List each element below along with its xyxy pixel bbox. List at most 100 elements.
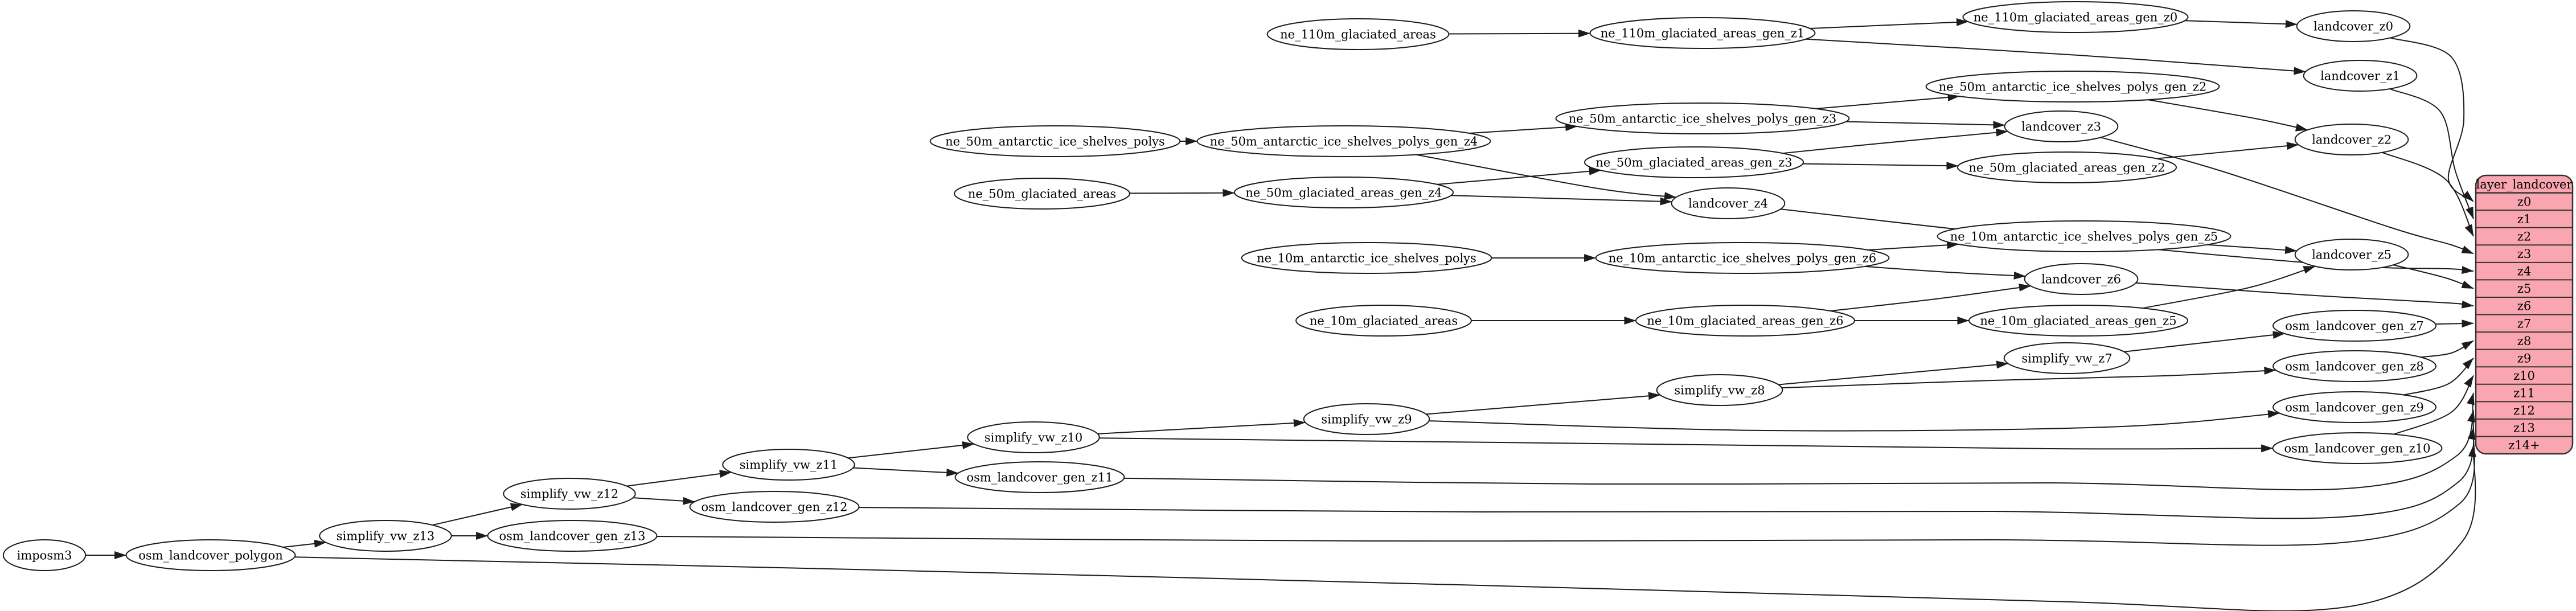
node-simplify_vw_z10-label: simplify_vw_z10	[985, 431, 1083, 445]
node-ne_10m_antarctic_ice_shelves_polys: ne_10m_antarctic_ice_shelves_polys	[1241, 242, 1492, 274]
node-simplify_vw_z13-shape	[319, 520, 452, 552]
table-row-z1: z1	[2517, 212, 2531, 226]
node-osm_landcover_gen_z7-shape	[2273, 310, 2436, 342]
node-ne_50m_glaciated_areas: ne_50m_glaciated_areas	[954, 178, 1130, 210]
table-title: layer_landcover	[2476, 178, 2573, 191]
node-osm_landcover_gen_z12: osm_landcover_gen_z12	[689, 491, 860, 523]
node-simplify_vw_z13: simplify_vw_z13	[319, 520, 452, 552]
node-ne_10m_antarctic_ice_shelves_polys_gen_z6: ne_10m_antarctic_ice_shelves_polys_gen_z…	[1595, 242, 1890, 274]
node-ne_50m_antarctic_ice_shelves_polys-shape	[929, 125, 1181, 157]
node-osm_landcover_gen_z11: osm_landcover_gen_z11	[954, 461, 1125, 493]
node-osm_landcover_gen_z8-shape	[2273, 350, 2436, 382]
node-osm_landcover_gen_z8-label: osm_landcover_gen_z8	[2285, 360, 2424, 374]
edge-landcover_z5-to-table-z5	[2393, 264, 2474, 289]
edge-landcover_z2-to-table-z2	[2382, 151, 2474, 237]
edge-osm_landcover_gen_z11-to-table-z11	[1124, 392, 2475, 491]
node-ne_10m_glaciated_areas-label: ne_10m_glaciated_areas	[1310, 314, 1458, 328]
edge-simplify_vw_z7-to-osm_landcover_gen_z7	[2124, 331, 2285, 352]
node-ne_50m_glaciated_areas_gen_z3-shape	[1584, 146, 1804, 178]
edge-landcover_z0-to-table-z0	[2390, 37, 2474, 202]
node-ne_110m_glaciated_areas_gen_z1-shape	[1589, 17, 1816, 49]
node-landcover_z2-label: landcover_z2	[2312, 133, 2392, 147]
edge-ne_50m_antarctic_ice_shelves_polys_gen_z4-to-ne_50m_antarctic_ice_shelves_polys_gen_z3	[1469, 123, 1578, 134]
node-landcover_z3-label: landcover_z3	[2021, 120, 2101, 134]
node-landcover_z3-shape	[2004, 110, 2119, 142]
node-landcover_z2: landcover_z2	[2294, 124, 2409, 155]
node-osm_landcover_gen_z13-shape	[487, 520, 658, 552]
node-osm_landcover_polygon-label: osm_landcover_polygon	[138, 549, 283, 563]
edge-ne_10m_glaciated_areas_gen_z5-to-landcover_z5	[2142, 265, 2316, 309]
edge-ne_50m_glaciated_areas_gen_z4-to-ne_50m_glaciated_areas_gen_z3	[1437, 167, 1601, 185]
table-row-z9: z9	[2517, 351, 2531, 365]
edge-ne_50m_glaciated_areas_gen_z3-to-ne_50m_glaciated_areas_gen_z2	[1803, 162, 1959, 170]
edge-layer	[85, 18, 2476, 611]
node-ne_50m_glaciated_areas-shape	[954, 178, 1130, 210]
node-simplify_vw_z13-label: simplify_vw_z13	[337, 530, 435, 543]
node-ne_110m_glaciated_areas_gen_z1-label: ne_110m_glaciated_areas_gen_z1	[1601, 27, 1805, 40]
edge-simplify_vw_z11-to-osm_landcover_gen_z11	[853, 467, 959, 477]
node-ne_50m_glaciated_areas-label: ne_50m_glaciated_areas	[968, 187, 1116, 201]
node-ne_50m_glaciated_areas_gen_z3-label: ne_50m_glaciated_areas_gen_z3	[1595, 156, 1792, 170]
node-osm_landcover_gen_z13-label: osm_landcover_gen_z13	[499, 530, 646, 543]
edge-landcover_z6-to-table-z6	[2136, 282, 2474, 309]
table-row-z13: z13	[2513, 421, 2535, 435]
node-simplify_vw_z9-label: simplify_vw_z9	[1321, 413, 1412, 427]
node-landcover_z2-shape	[2294, 124, 2409, 155]
node-landcover_z5: landcover_z5	[2294, 239, 2409, 270]
node-osm_landcover_gen_z9: osm_landcover_gen_z9	[2273, 391, 2436, 423]
edge-ne_50m_glaciated_areas_gen_z3-to-landcover_z3	[1782, 128, 2008, 154]
node-ne_10m_glaciated_areas_gen_z5-shape	[1968, 305, 2189, 337]
node-ne_10m_glaciated_areas_gen_z5-label: ne_10m_glaciated_areas_gen_z5	[1980, 314, 2176, 328]
node-ne_10m_glaciated_areas_gen_z6-shape	[1635, 305, 1856, 337]
node-simplify_vw_z11: simplify_vw_z11	[722, 449, 855, 481]
table-row-z12: z12	[2513, 404, 2535, 417]
edge-simplify_vw_z13-to-simplify_vw_z12	[432, 503, 523, 526]
edge-ne_110m_glaciated_areas_gen_z1-to-landcover_z1	[1806, 38, 2306, 75]
table-row-z11: z11	[2513, 387, 2535, 400]
edge-ne_110m_glaciated_areas_gen_z0-to-landcover_z0	[2185, 20, 2298, 28]
node-osm_landcover_gen_z12-shape	[689, 491, 860, 523]
node-landcover_z4: landcover_z4	[1671, 187, 1786, 219]
node-ne_10m_antarctic_ice_shelves_polys-shape	[1241, 242, 1492, 274]
edge-osm_landcover_gen_z10-to-table-z10	[2393, 375, 2474, 435]
table-row-z6: z6	[2517, 300, 2531, 313]
node-ne_10m_glaciated_areas_gen_z6: ne_10m_glaciated_areas_gen_z6	[1635, 305, 1856, 337]
node-landcover_z5-label: landcover_z5	[2312, 248, 2392, 262]
node-osm_landcover_gen_z8: osm_landcover_gen_z8	[2273, 350, 2436, 382]
node-simplify_vw_z10-shape	[967, 421, 1100, 453]
node-simplify_vw_z7-label: simplify_vw_z7	[2021, 352, 2112, 366]
node-ne_10m_antarctic_ice_shelves_polys-label: ne_10m_antarctic_ice_shelves_polys	[1257, 252, 1476, 265]
edge-osm_landcover_gen_z9-to-table-z9	[2403, 358, 2474, 396]
node-ne_10m_glaciated_areas_gen_z6-label: ne_10m_glaciated_areas_gen_z6	[1647, 314, 1843, 328]
node-osm_landcover_gen_z11-label: osm_landcover_gen_z11	[967, 471, 1113, 485]
edge-simplify_vw_z10-to-osm_landcover_gen_z10	[1099, 437, 2274, 453]
edge-simplify_vw_z9-to-osm_landcover_gen_z9	[1429, 410, 2280, 432]
node-osm_landcover_gen_z13: osm_landcover_gen_z13	[487, 520, 658, 552]
node-ne_10m_antarctic_ice_shelves_polys_gen_z5-shape	[1937, 220, 2232, 252]
edge-osm_landcover_gen_z8-to-table-z8	[2421, 340, 2474, 358]
node-osm_landcover_gen_z10: osm_landcover_gen_z10	[2272, 432, 2443, 464]
node-osm_landcover_gen_z12-label: osm_landcover_gen_z12	[702, 501, 848, 514]
node-osm_landcover_gen_z10-shape	[2272, 432, 2443, 464]
node-landcover_z6-shape	[2024, 263, 2139, 295]
node-landcover_z1: landcover_z1	[2303, 60, 2418, 92]
edge-ne_50m_antarctic_ice_shelves_polys_gen_z3-to-landcover_z3	[1845, 121, 2005, 129]
edge-osm_landcover_polygon-to-table-z14+	[294, 445, 2476, 611]
node-osm_landcover_gen_z10-label: osm_landcover_gen_z10	[2284, 442, 2431, 456]
node-landcover_z4-label: landcover_z4	[1688, 197, 1768, 211]
edge-ne_50m_glaciated_areas_gen_z4-to-landcover_z4	[1451, 195, 1672, 206]
node-imposm3: imposm3	[2, 539, 87, 571]
node-ne_50m_antarctic_ice_shelves_polys-label: ne_50m_antarctic_ice_shelves_polys	[945, 135, 1165, 149]
node-ne_50m_antarctic_ice_shelves_polys_gen_z3: ne_50m_antarctic_ice_shelves_polys_gen_z…	[1555, 102, 1850, 134]
node-imposm3-shape	[2, 539, 87, 571]
node-landcover_z3: landcover_z3	[2004, 110, 2119, 142]
node-imposm3-label: imposm3	[17, 549, 72, 563]
node-osm_landcover_gen_z11-shape	[954, 461, 1125, 493]
node-simplify_vw_z8-shape	[1656, 374, 1783, 406]
edge-ne_50m_antarctic_ice_shelves_polys_gen_z3-to-ne_50m_antarctic_ice_shelves_polys_gen_z2	[1815, 93, 1960, 109]
edge-ne_10m_antarctic_ice_shelves_polys_gen_z6-to-landcover_z6	[1864, 265, 2026, 280]
node-simplify_vw_z8-label: simplify_vw_z8	[1674, 384, 1765, 397]
node-simplify_vw_z11-shape	[722, 449, 855, 481]
table-row-z2: z2	[2517, 229, 2531, 243]
